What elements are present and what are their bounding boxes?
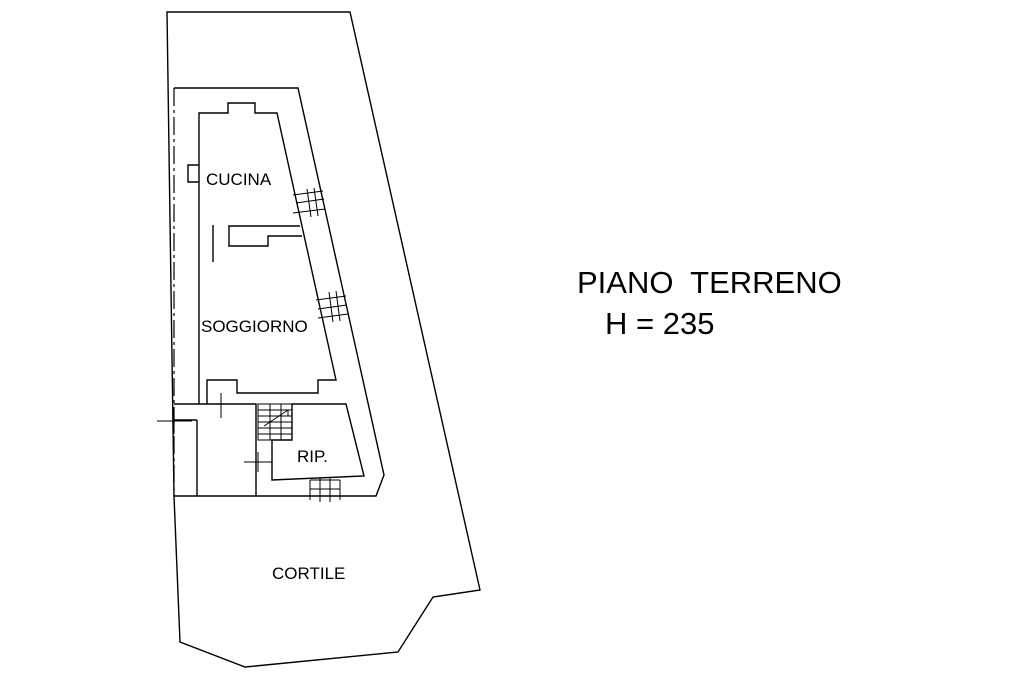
kitchen-wall-jog <box>187 164 199 183</box>
room-label-storage: RIP. <box>297 447 328 466</box>
floor-height: H = 235 <box>605 306 714 341</box>
lot-boundary <box>166 11 481 668</box>
door-left <box>157 410 192 434</box>
floor-title: PIANO TERRENO <box>577 265 842 300</box>
building-outer-wall <box>174 87 385 497</box>
door-living <box>208 393 237 418</box>
door-courtyard <box>309 478 341 502</box>
window-kitchen <box>292 187 326 218</box>
room-label-courtyard: CORTILE <box>272 564 345 583</box>
window-living <box>315 290 349 323</box>
kitchen-living-partition <box>228 225 302 247</box>
storage-room-wall <box>271 403 365 481</box>
room-label-kitchen: CUCINA <box>206 170 272 189</box>
door-storage <box>244 452 272 472</box>
room-label-living: SOGGIORNO <box>201 317 308 336</box>
lower-left-room-wall <box>174 403 257 496</box>
stair <box>257 403 293 441</box>
kitchen-living-inner-wall <box>198 102 337 404</box>
